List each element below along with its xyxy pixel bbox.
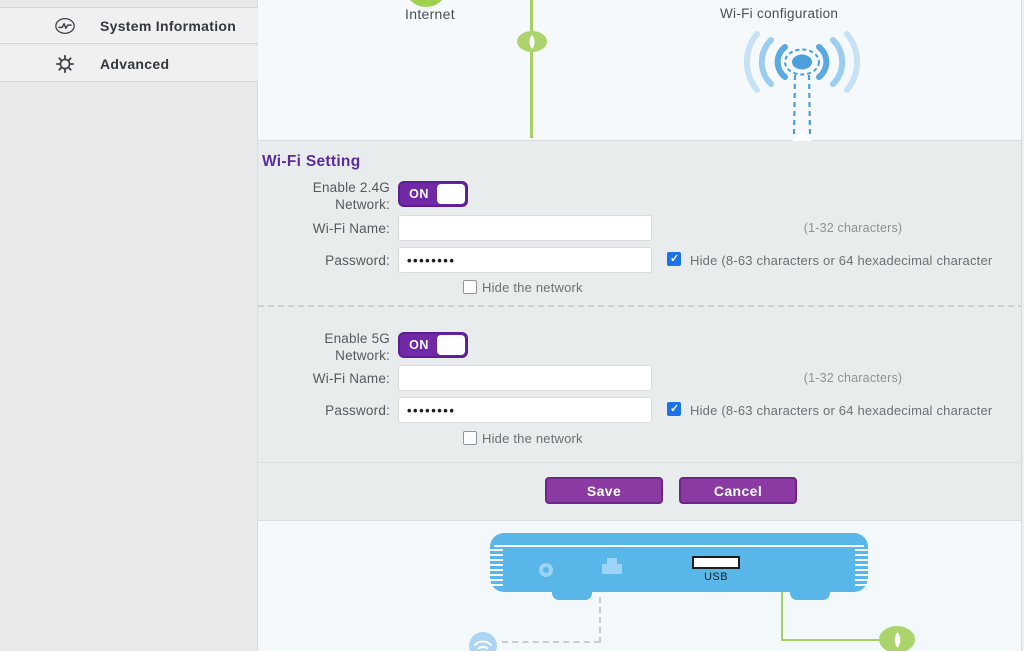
password-24g-input[interactable]: [398, 247, 652, 273]
sidebar-item-label: Advanced: [100, 56, 169, 72]
internet-label: Internet: [380, 6, 480, 22]
hide-password-5g-checkbox[interactable]: [667, 402, 681, 416]
router-vent-right: [855, 546, 868, 588]
wifi-name-label: Wi-Fi Name:: [258, 220, 390, 237]
sidebar: System Information Advanced: [0, 0, 258, 651]
hide-network-label: Hide the network: [482, 431, 583, 446]
ethernet-port-icon: [596, 555, 628, 582]
router-vent-left: [490, 546, 503, 588]
hide-password-label: Hide (8-63 characters or 64 hexadecimal …: [690, 253, 992, 268]
wifi-setting-panel: Wi-Fi Setting Enable 2.4G Network: ON Wi…: [258, 141, 1024, 521]
router-diagram-panel: USB: [258, 522, 1024, 651]
enable-5g-toggle[interactable]: ON: [398, 332, 468, 358]
enable-24g-toggle[interactable]: ON: [398, 181, 468, 207]
internet-connection-line: [530, 0, 533, 138]
wifi-dashed-connector: [599, 597, 601, 643]
wifi-diagram-panel: Internet Wi-Fi configuration: [258, 0, 1024, 141]
power-port-icon: [539, 563, 553, 577]
usb-label: USB: [692, 571, 740, 583]
wifi-name-label: Wi-Fi Name:: [258, 370, 390, 387]
hide-network-label: Hide the network: [482, 280, 583, 295]
wifi-name-hint: (1-32 characters): [778, 371, 928, 385]
enable-5g-label: Enable 5G Network:: [258, 330, 390, 364]
cancel-button[interactable]: Cancel: [679, 477, 797, 504]
toggle-knob: [437, 184, 465, 204]
password-label: Password:: [258, 252, 390, 269]
power-badge-icon: [517, 31, 547, 52]
hide-network-5g-checkbox[interactable]: [463, 431, 477, 445]
wifi-icon: [468, 631, 498, 651]
power-connector-line: [781, 592, 783, 641]
toggle-on-label: ON: [400, 334, 438, 356]
toggle-knob: [437, 335, 465, 355]
wifi-name-5g-input[interactable]: [398, 365, 652, 391]
hide-network-24g-checkbox[interactable]: [463, 280, 477, 294]
sidebar-item-advanced[interactable]: Advanced: [0, 46, 258, 82]
antenna-icon: [727, 20, 877, 143]
wifi-name-24g-input[interactable]: [398, 215, 652, 241]
antenna-base-notch: [792, 132, 812, 141]
router-foot: [552, 591, 592, 600]
save-button[interactable]: Save: [545, 477, 663, 504]
power-badge-icon: [879, 626, 915, 651]
buttons-divider: [258, 462, 1024, 463]
power-connector-line: [781, 639, 881, 641]
router-highlight-line: [494, 545, 864, 547]
password-label: Password:: [258, 402, 390, 419]
wifi-setting-title: Wi-Fi Setting: [262, 153, 360, 171]
hide-password-label: Hide (8-63 characters or 64 hexadecimal …: [690, 403, 992, 418]
password-5g-input[interactable]: [398, 397, 652, 423]
gauge-icon: [54, 15, 76, 37]
section-divider: [258, 305, 1024, 307]
usb-port: [692, 556, 740, 569]
sidebar-item-label: System Information: [100, 18, 236, 34]
hide-password-24g-checkbox[interactable]: [667, 252, 681, 266]
wifi-dashed-connector: [502, 641, 600, 643]
gear-icon: [54, 53, 76, 75]
wifi-name-hint: (1-32 characters): [778, 221, 928, 235]
sidebar-item-system-information[interactable]: System Information: [0, 8, 258, 44]
toggle-on-label: ON: [400, 183, 438, 205]
router-foot: [790, 591, 830, 600]
enable-24g-label: Enable 2.4G Network:: [258, 179, 390, 213]
wifi-configuration-label: Wi-Fi configuration: [720, 6, 890, 21]
